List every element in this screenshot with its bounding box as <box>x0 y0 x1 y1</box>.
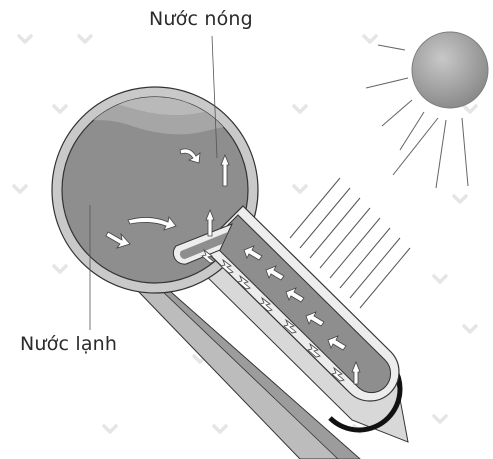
cold-water-label: Nước lạnh <box>20 333 117 355</box>
sun-icon <box>412 32 488 108</box>
hot-water-label: Nước nóng <box>149 8 253 30</box>
